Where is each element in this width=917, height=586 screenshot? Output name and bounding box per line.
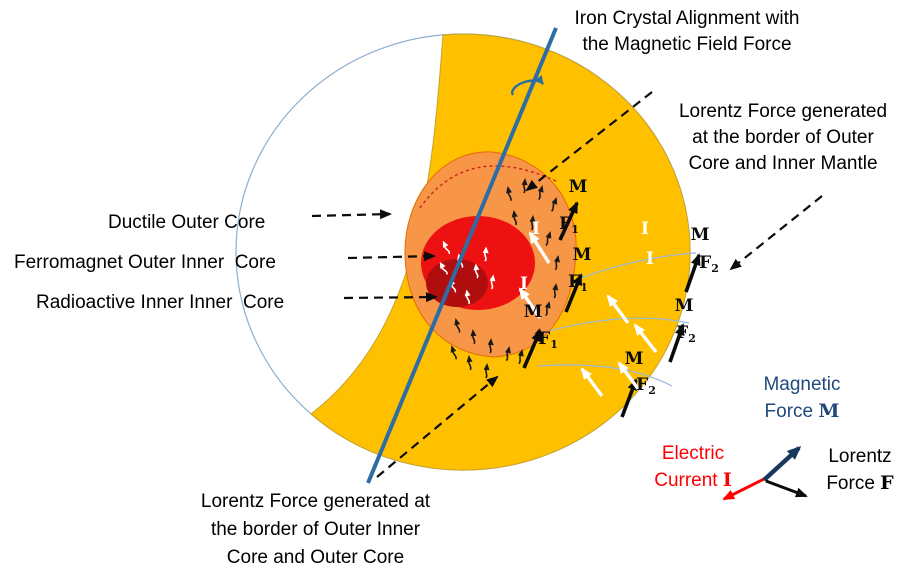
label-ductile-outer-core: Ductile Outer Core [108, 212, 266, 233]
force-label-f: F1 [568, 271, 588, 295]
force-label-m: M [674, 296, 694, 316]
label-line: Current I [628, 467, 758, 494]
force-label-f: F2 [636, 374, 656, 398]
force-label-m: M [572, 245, 592, 265]
rotation-axis [366, 27, 558, 484]
force-label-i: I [520, 274, 528, 294]
current-symbol: I [722, 469, 732, 491]
label-line: Magnetic [763, 374, 841, 395]
label-lorentz-outer-core-mantle: Lorentz Force generated at the border of… [650, 99, 916, 177]
label-text: Current [654, 470, 718, 491]
core-border-dotted [419, 165, 559, 209]
force-label-f: F1 [559, 213, 579, 237]
label-text: Force [826, 473, 875, 494]
label-line: Lorentz Force generated at [200, 491, 431, 512]
label-line: Core and Outer Core [226, 547, 405, 568]
electric-current-legend-arrow [722, 476, 767, 501]
label-lorentz-inner-outer-core: Lorentz Force generated at the border of… [158, 488, 473, 572]
force-label-i: I [641, 219, 649, 239]
force-label-m: M [690, 225, 710, 245]
legend-magnetic-force: Magnetic Force M [722, 372, 882, 425]
magnetic-force-legend-arrow [762, 445, 802, 482]
label-line: the Magnetic Field Force [582, 34, 792, 55]
leader-arrows [311, 91, 823, 478]
label-line: Force M [722, 398, 882, 425]
electric-current-arrows [518, 231, 658, 398]
label-line: Iron Crystal Alignment with [574, 8, 800, 29]
force-label-i: I [532, 219, 540, 239]
label-radioactive-inner-inner-core: Radioactive Inner Inner Core [36, 292, 285, 313]
label-line: the border of Outer Inner [210, 519, 421, 540]
lorentz-force-legend-arrow [765, 479, 808, 498]
force-label-f: F1 [538, 328, 558, 352]
label-line: Lorentz Force generated [678, 101, 888, 122]
label-line: Lorentz [828, 446, 892, 467]
label-line: Force F [800, 470, 917, 497]
force-label-m: M [568, 177, 588, 197]
magnetic-symbol: M [818, 400, 840, 422]
lorentz-symbol: F [880, 472, 894, 494]
label-ferromagnet-outer-inner-core: Ferromagnet Outer Inner Core [14, 252, 276, 273]
inner-inner-core [426, 259, 488, 307]
lorentz-force-arrows [522, 201, 701, 418]
label-line: Electric [661, 443, 725, 464]
label-line: at the border of Outer [692, 127, 874, 148]
legend-arrows [722, 445, 808, 501]
legend-lorentz-force: Lorentz Force F [800, 444, 917, 497]
label-iron-crystal-alignment: Iron Crystal Alignment with the Magnetic… [543, 6, 831, 58]
force-label-f: F2 [676, 322, 696, 346]
legend-electric-current: Electric Current I [628, 441, 758, 494]
force-label-m: M [523, 302, 543, 322]
force-label-f: F2 [699, 252, 719, 276]
force-label-i: I [646, 249, 654, 269]
label-line: Core and Inner Mantle [688, 153, 878, 174]
force-label-m: M [624, 349, 644, 369]
label-text: Force [764, 401, 814, 422]
rotation-arrow-icon [511, 75, 544, 96]
